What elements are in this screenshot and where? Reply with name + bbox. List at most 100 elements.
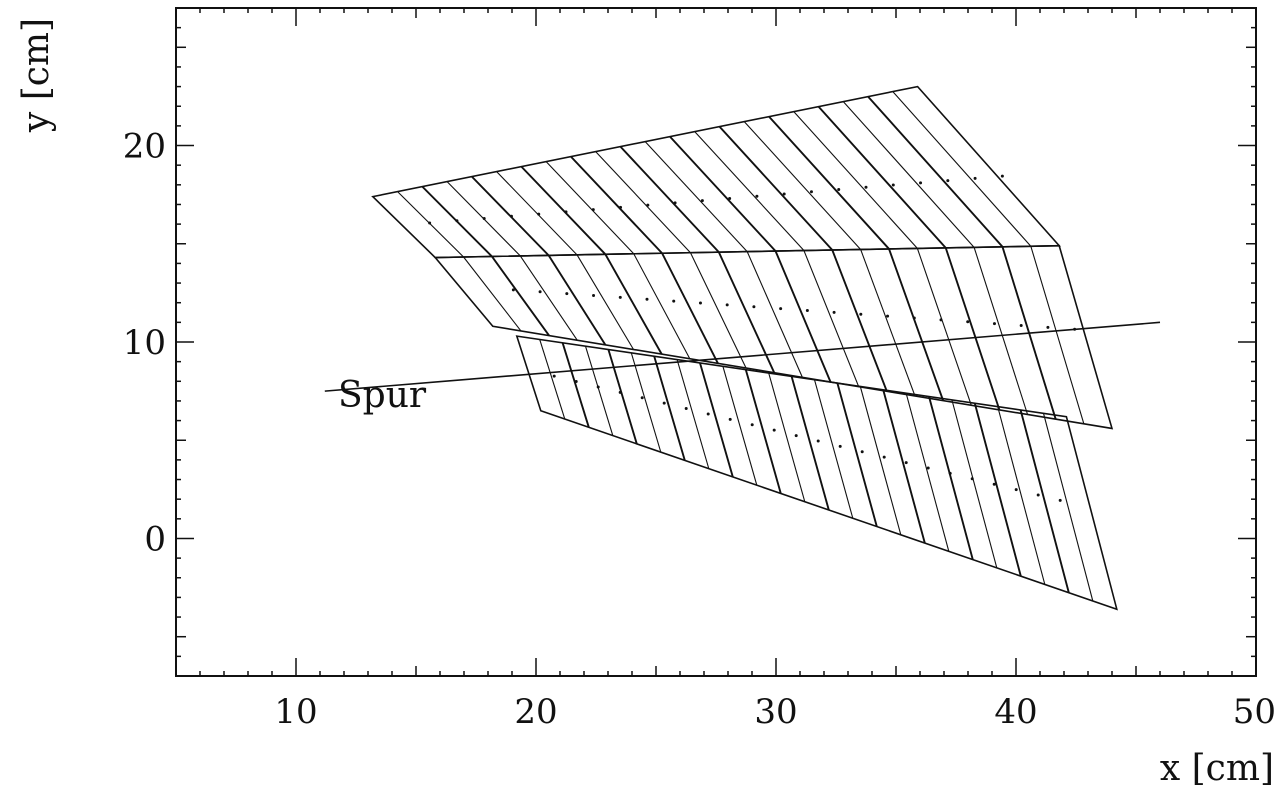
strip-line: [836, 382, 878, 527]
strip-line: [676, 359, 710, 469]
layer-outline: [515, 335, 1118, 611]
strip-dot: [992, 322, 996, 326]
strip-dot: [538, 290, 542, 294]
axis-ticks: [175, 8, 1257, 676]
strip-line: [744, 369, 782, 494]
y-axis-label: y [cm]: [16, 18, 57, 133]
strip-dot: [782, 192, 786, 196]
strip-line: [859, 386, 902, 535]
strip-dot: [482, 217, 486, 221]
strip-dot: [596, 385, 600, 389]
strip-dot: [886, 314, 890, 318]
strip-dot: [926, 466, 930, 470]
strip-line: [842, 101, 975, 248]
detector-layer-2: [433, 244, 1114, 430]
strip-line: [619, 145, 720, 253]
strip-dot: [838, 444, 842, 448]
detector-layer-1: [371, 85, 1061, 259]
strip-line: [768, 372, 806, 502]
strip-dot: [428, 221, 432, 225]
strip-dot: [772, 428, 776, 432]
track-label-spur: Spur: [338, 375, 427, 416]
strip-dot: [1000, 174, 1004, 178]
layer-outline: [433, 244, 1114, 430]
strip-dot: [565, 292, 569, 296]
x-tick-label: 10: [274, 692, 317, 732]
strip-dot: [574, 380, 578, 384]
strip-dot: [672, 299, 676, 303]
strip-line: [905, 393, 950, 552]
strip-dot: [673, 201, 677, 205]
strip-dot: [948, 471, 952, 475]
x-tick-label: 50: [1233, 692, 1276, 732]
strip-line: [803, 250, 860, 387]
x-tick-label: 40: [994, 692, 1037, 732]
strip-dot: [805, 309, 809, 313]
strip-dot: [1058, 498, 1062, 502]
strip-dot: [619, 205, 623, 209]
strip-dot: [891, 183, 895, 187]
strip-line: [997, 406, 1046, 585]
strip-dot: [919, 181, 923, 185]
strip-dot: [728, 417, 732, 421]
track-line: [324, 321, 1161, 392]
strip-dot: [537, 212, 541, 216]
strip-line: [882, 389, 926, 544]
strip-line: [584, 346, 614, 436]
strip-dot: [698, 301, 702, 305]
strip-line: [653, 355, 686, 461]
strip-dot: [1014, 488, 1018, 492]
strip-line: [892, 91, 1032, 247]
strip-line: [951, 399, 998, 569]
strip-line: [743, 121, 862, 250]
strip-dot: [646, 203, 650, 207]
strip-line: [1030, 246, 1085, 424]
strip-dot: [509, 214, 513, 218]
strip-line: [973, 402, 1022, 577]
y-tick-label: 20: [123, 127, 166, 167]
strip-line: [633, 253, 691, 360]
strip-line: [1019, 409, 1070, 593]
strip-dot: [1019, 324, 1023, 328]
strip-dot: [816, 439, 820, 443]
strip-line: [774, 250, 832, 383]
plot-frame: [175, 7, 1257, 677]
strip-line: [699, 362, 734, 478]
strip-dot: [970, 477, 974, 481]
strip-dot: [564, 210, 568, 214]
strip-line: [860, 249, 916, 397]
strip-line: [630, 352, 662, 453]
strip-dot: [809, 190, 813, 194]
strip-line: [539, 339, 566, 420]
strip-dot: [779, 307, 783, 311]
strip-line: [944, 247, 1001, 411]
strip-line: [888, 248, 945, 401]
strip-line: [397, 191, 464, 258]
x-tick-label: 30: [754, 692, 797, 732]
strip-dot: [794, 434, 798, 438]
y-tick-label: 10: [123, 323, 166, 363]
layer-outline: [371, 85, 1061, 259]
strip-line: [694, 131, 805, 251]
strip-dot: [837, 188, 841, 192]
strip-dot: [618, 390, 622, 394]
strip-line: [793, 111, 918, 249]
strip-line: [519, 255, 578, 341]
strip-dot: [750, 423, 754, 427]
strip-line: [491, 255, 550, 337]
strip-dot: [592, 294, 596, 298]
strip-dot: [966, 320, 970, 324]
strip-dot: [860, 450, 864, 454]
strip-dot: [882, 455, 886, 459]
strip-dot: [912, 316, 916, 320]
strip-line: [576, 254, 634, 350]
strip-line: [717, 251, 776, 374]
strip-dot: [618, 295, 622, 299]
strip-dot: [640, 396, 644, 400]
strip-line: [746, 251, 803, 378]
strip-dot: [946, 179, 950, 183]
strip-dot: [700, 199, 704, 203]
strip-dot: [859, 312, 863, 316]
x-axis-label: x [cm]: [1160, 748, 1274, 787]
